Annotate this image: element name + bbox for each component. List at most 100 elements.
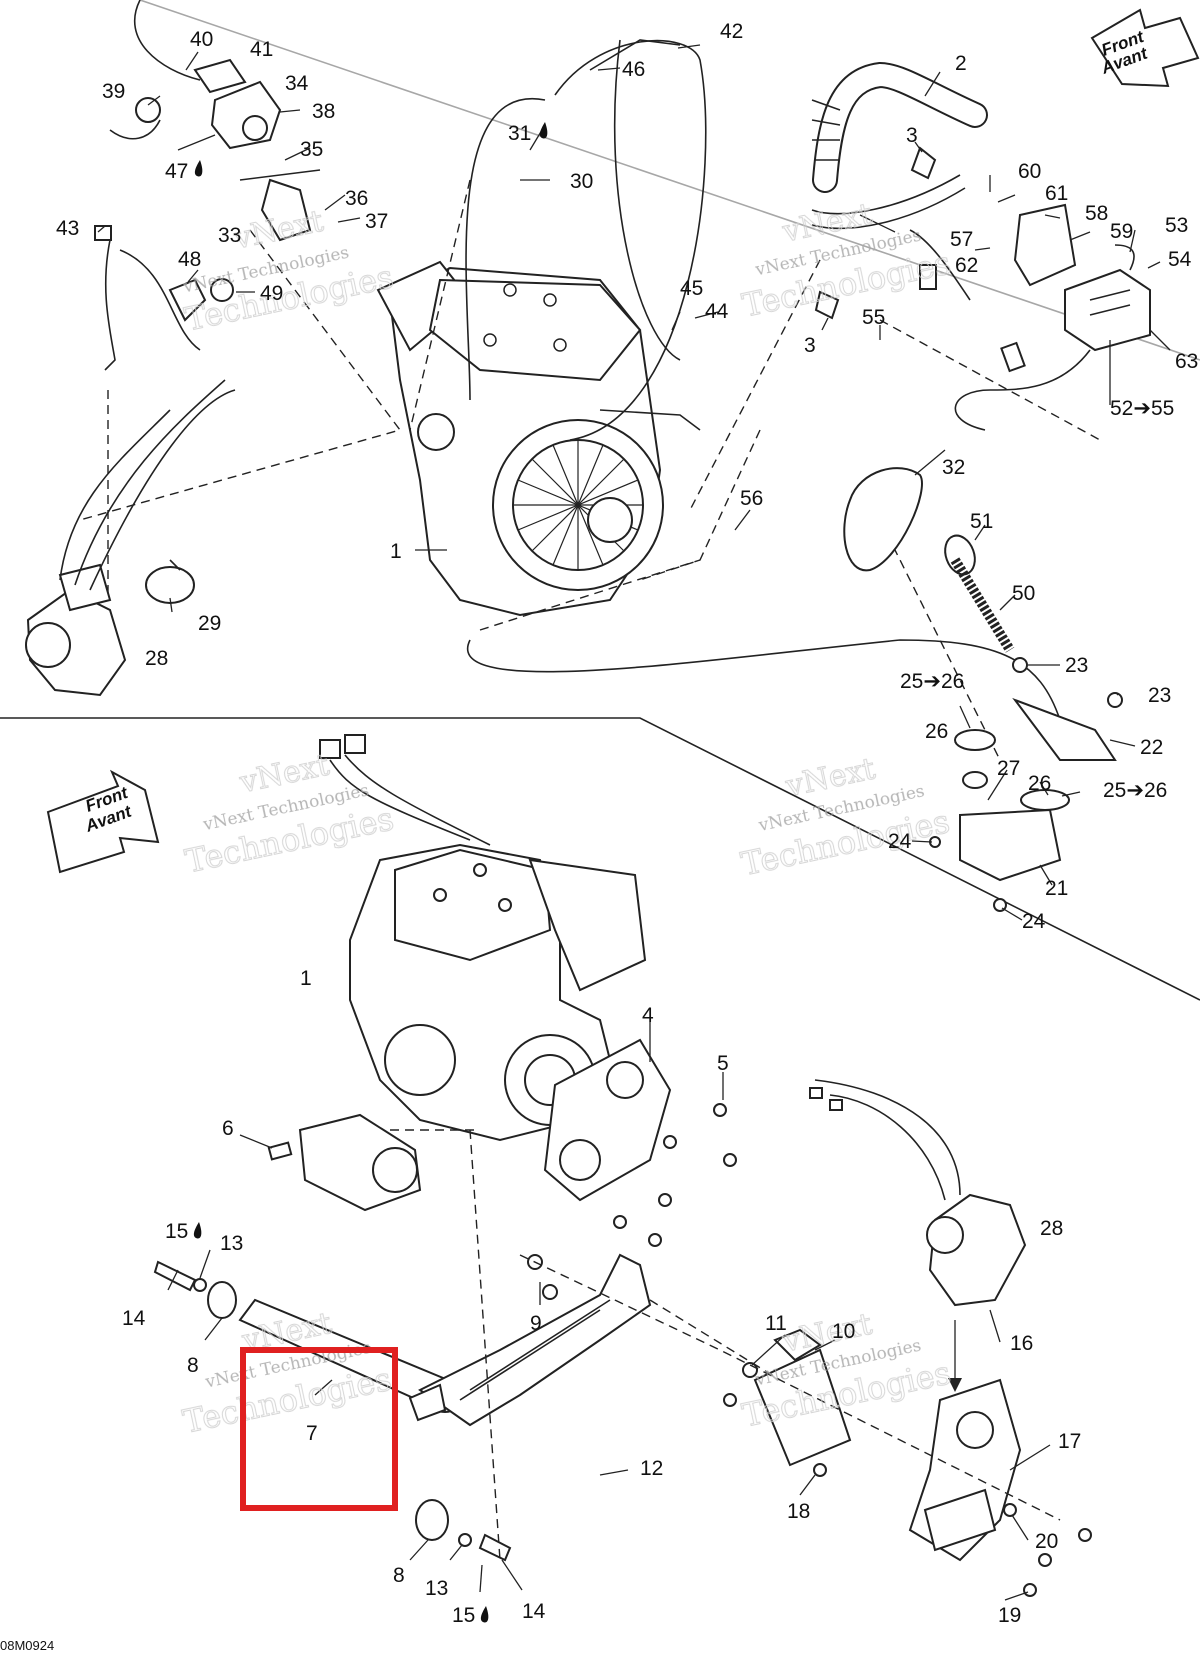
bracket-17 xyxy=(908,1378,1022,1562)
leader-lines xyxy=(97,44,1171,1601)
callout-37: 37 xyxy=(365,210,388,233)
hose-2 xyxy=(811,61,988,193)
callout-38: 38 xyxy=(312,100,335,123)
bolt-18 xyxy=(813,1463,827,1477)
callout-3-upper: 3 xyxy=(906,124,918,147)
sensor-55 xyxy=(1000,341,1026,373)
oil-drop-icon-15-lower xyxy=(480,1606,489,1623)
callout-30: 30 xyxy=(570,170,593,193)
wire-55 xyxy=(909,229,971,301)
callout-25-26-right: 25➔26 xyxy=(1103,779,1167,802)
bracket-58 xyxy=(1013,203,1077,287)
callout-23-right: 23 xyxy=(1148,684,1171,707)
oil-drop-icon-15-upper xyxy=(193,1222,202,1239)
dash-33 xyxy=(79,229,402,521)
callout-43: 43 xyxy=(56,217,79,240)
section-divider-upper xyxy=(139,0,1200,361)
callout-12: 12 xyxy=(640,1457,663,1480)
callout-47: 47 xyxy=(165,160,188,183)
callout-55: 55 xyxy=(862,306,885,329)
wire-42 xyxy=(465,97,546,401)
callout-48: 48 xyxy=(178,248,201,271)
spring-50 xyxy=(950,557,1015,653)
callout-7: 7 xyxy=(306,1422,318,1445)
callout-51: 51 xyxy=(970,510,993,533)
callout-58: 58 xyxy=(1085,202,1108,225)
dash-exhaust xyxy=(479,559,701,631)
return-line xyxy=(466,639,1061,721)
highlight-box xyxy=(240,1347,398,1511)
oil-drop-icon-31 xyxy=(539,122,548,139)
cable-top-left xyxy=(133,0,201,81)
callout-16: 16 xyxy=(1010,1332,1033,1355)
callout-5: 5 xyxy=(717,1052,729,1075)
gasket-hole-a xyxy=(606,1061,644,1099)
callout-11: 11 xyxy=(765,1312,787,1335)
connector-54 xyxy=(919,264,937,290)
handle-32 xyxy=(843,467,923,572)
callout-18: 18 xyxy=(787,1500,810,1523)
callout-50: 50 xyxy=(1012,582,1035,605)
callout-31: 31 xyxy=(508,122,531,145)
callout-45: 45 xyxy=(680,277,703,300)
callout-13-lower: 13 xyxy=(425,1577,448,1600)
callout-2: 2 xyxy=(955,52,967,75)
front-arrow-bottom: Front Avant xyxy=(46,769,160,874)
callout-8-lower: 8 xyxy=(393,1564,405,1587)
callout-41: 41 xyxy=(250,38,273,61)
callout-1-bottom: 1 xyxy=(300,967,312,990)
dash-55 xyxy=(689,259,821,511)
callout-60: 60 xyxy=(1018,160,1041,183)
bolt-20 xyxy=(1003,1503,1017,1517)
starter-6 xyxy=(267,1113,422,1212)
callout-53: 53 xyxy=(1165,214,1188,237)
oil-drop-icons xyxy=(193,122,548,1623)
callout-62: 62 xyxy=(955,254,978,277)
connector-42 xyxy=(589,39,681,71)
callout-27: 27 xyxy=(997,757,1020,780)
callout-59: 59 xyxy=(1110,220,1133,243)
hose-57b xyxy=(811,187,966,230)
washer-19 xyxy=(1023,1583,1037,1597)
callout-63: 63 xyxy=(1175,350,1198,373)
ground-wire-52 xyxy=(954,349,1091,431)
callout-14-lower: 14 xyxy=(522,1600,546,1623)
callout-22: 22 xyxy=(1140,736,1163,759)
front-arrow-top: Front Avant xyxy=(1090,8,1200,88)
callout-1-top: 1 xyxy=(390,540,402,563)
engine-bottom xyxy=(349,843,647,1142)
dash-plate xyxy=(649,1299,781,1381)
dash-52 xyxy=(879,319,1101,441)
callout-4: 4 xyxy=(642,1004,654,1027)
gasket-hole-b xyxy=(559,1139,601,1181)
callout-35: 35 xyxy=(300,138,323,161)
drawing-code: 08M0924 xyxy=(0,1638,54,1653)
callout-28-top: 28 xyxy=(145,647,168,670)
carburetor-bottom xyxy=(809,1079,1027,1307)
callout-52-55: 52➔55 xyxy=(1110,397,1174,420)
callout-17: 17 xyxy=(1058,1430,1081,1453)
dash-30 xyxy=(409,179,471,431)
wire-44 xyxy=(613,39,681,361)
wire-harness-top xyxy=(554,39,707,441)
mount-left-lower xyxy=(415,1499,512,1562)
hose-57 xyxy=(811,174,961,215)
pipe-end-7 xyxy=(408,1383,447,1422)
callout-6: 6 xyxy=(222,1117,234,1140)
callout-57: 57 xyxy=(950,228,973,251)
callout-29: 29 xyxy=(198,612,221,635)
callout-42: 42 xyxy=(720,20,743,43)
clamp-3-upper xyxy=(910,146,937,180)
callout-26-right: 26 xyxy=(1028,772,1051,795)
callout-21: 21 xyxy=(1045,877,1068,900)
callout-36: 36 xyxy=(345,187,368,210)
callout-26-left: 26 xyxy=(925,720,948,743)
callout-56: 56 xyxy=(740,487,763,510)
callout-61: 61 xyxy=(1045,182,1068,205)
callout-34: 34 xyxy=(285,72,309,95)
callout-46: 46 xyxy=(622,58,645,81)
dash-engine-mount xyxy=(469,1129,501,1561)
throttle-cable-assembly xyxy=(94,58,321,371)
callout-24-bottom: 24 xyxy=(1022,910,1046,933)
